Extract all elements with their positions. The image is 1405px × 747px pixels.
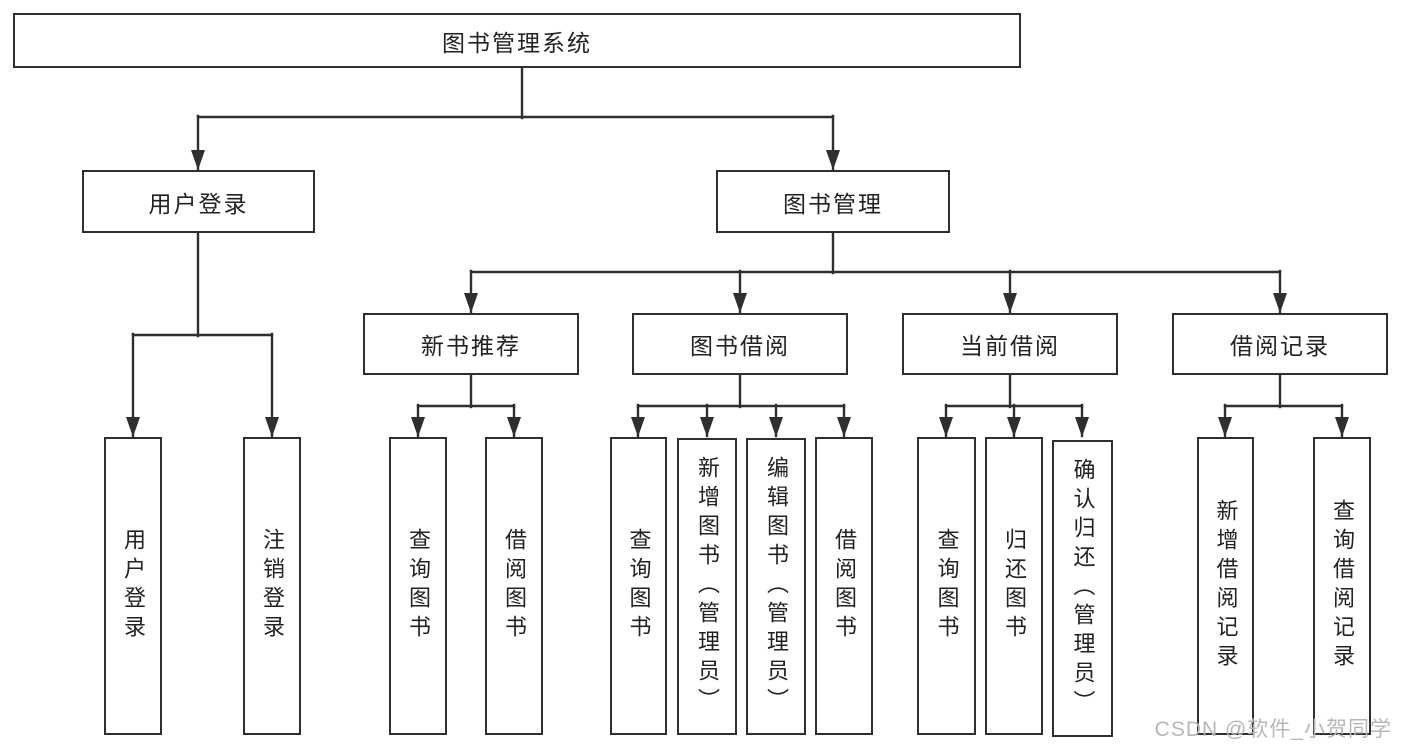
leaf-br-add-record: 新增借阅记录 [1197,437,1254,735]
node-root: 图书管理系统 [13,13,1021,68]
edges-from-book-mgmt [464,230,1287,314]
csdn-watermark: CSDN @软件_小贺同学 [1154,718,1392,741]
node-book-mgmt: 图书管理 [716,170,950,233]
leaf-bb-borrow-book: 借阅图书 [815,437,873,735]
leaf-cb-confirm-return-admin: 确认归还（管理员） [1052,440,1113,737]
edges-from-current-borrow [939,372,1089,438]
edges-from-user-login [126,230,279,438]
node-borrow-records: 借阅记录 [1172,313,1388,375]
leaf-cb-return-book: 归还图书 [985,437,1043,735]
leaf-bb-edit-book-admin: 编辑图书（管理员） [746,438,806,735]
leaf-rec-query-book: 查询图书 [389,437,447,735]
leaf-br-query-record: 查询借阅记录 [1313,437,1371,735]
leaf-rec-borrow-book: 借阅图书 [485,437,543,735]
leaf-logout-login: 注销登录 [243,437,301,735]
node-new-book-rec: 新书推荐 [363,313,579,375]
edges-from-book-borrow [631,372,851,438]
leaf-bb-query-book: 查询图书 [610,437,667,735]
edges-from-new-book-rec [411,372,521,438]
node-user-login: 用户登录 [82,170,315,233]
leaf-cb-query-book: 查询图书 [917,437,976,735]
edges-from-borrow-records [1218,372,1349,438]
node-current-borrow: 当前借阅 [902,313,1118,375]
edges-from-root [191,65,840,171]
node-book-borrow: 图书借阅 [632,313,848,375]
leaf-bb-add-book-admin: 新增图书（管理员） [677,438,737,735]
leaf-user-login: 用户登录 [104,437,162,735]
